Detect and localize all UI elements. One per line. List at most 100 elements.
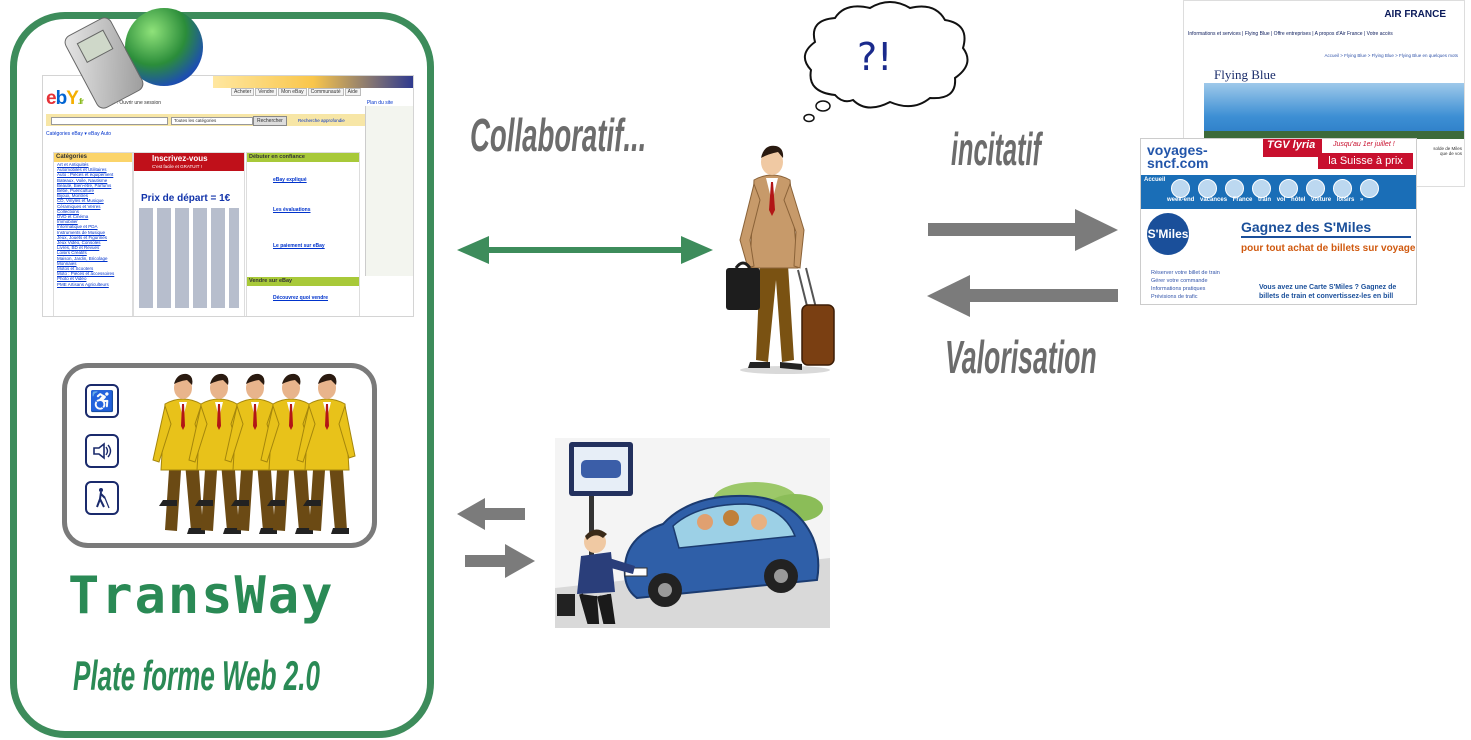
france-icon — [1225, 179, 1244, 198]
ebay-category-tabs: Catégories eBay ▾ eBay Auto — [46, 131, 112, 137]
smiles-headline: Gagnez des S'Miles — [1241, 219, 1411, 238]
incitatif-arrow — [928, 209, 1118, 251]
person-figure — [296, 373, 356, 534]
wheelchair-icon: ♿ — [85, 384, 119, 418]
ebay-category-item: Motos et Scooters — [57, 266, 94, 272]
shared-car-illustration — [555, 438, 830, 628]
sncf-link: Prévisions de trafic — [1151, 294, 1198, 300]
valorisation-label: Valorisation — [945, 331, 1097, 383]
right-small-arrow — [465, 544, 535, 578]
ebay-category-item: DVD et Cinéma — [57, 214, 89, 220]
tgv-lyria-banner: TGV lyria Jusqu'au 1er juillet ! la Suis… — [1263, 139, 1415, 173]
ebay-greeting: Bonjour ! Ouvrir une session — [98, 100, 162, 106]
ebay-categories-title: Catégories — [54, 153, 132, 162]
ebay-sell-item: Découvrez quoi vendre — [273, 295, 329, 301]
airfrance-ground — [1204, 131, 1464, 139]
valorisation-arrow — [927, 275, 1118, 317]
ebay-nav-item: Aide — [344, 88, 361, 96]
smiles-subline: pour tout achat de billets sur voyage — [1241, 243, 1416, 254]
hearing-icon — [85, 434, 119, 468]
ebay-category-item: Moto : Pièces et accessoires — [57, 271, 115, 277]
vol-icon — [1279, 179, 1298, 198]
airfrance-sky-photo — [1204, 83, 1464, 139]
ebay-category-item: Collections — [57, 208, 80, 214]
ebay-category-item: Auto : Pièces et équipement — [57, 172, 114, 178]
ebay-product-thumbnails — [139, 208, 239, 308]
sncf-nav-menu: week-end vacances France train vol hôtel… — [1167, 197, 1364, 203]
ebay-search-button: Rechercher — [253, 116, 287, 126]
hotel-icon — [1306, 179, 1325, 198]
ebay-top-banner — [213, 76, 413, 88]
ebay-trust-column: Débuter en confiance eBay expliqué Les é… — [246, 152, 360, 316]
ebay-category-item: CD, Vinyles et Musique — [57, 198, 104, 204]
airfrance-logo: AIR FRANCE — [1384, 9, 1446, 20]
ebay-category-item: Informatique et PDA — [57, 224, 98, 230]
thought-text: ?! — [857, 35, 893, 79]
voiture-icon — [1333, 179, 1352, 198]
sncf-nav-icons — [1171, 179, 1379, 198]
business-traveler-illustration — [726, 145, 835, 374]
incitatif-label: incitatif — [951, 123, 1041, 175]
ebay-category-item: Loisirs Créatifs — [57, 250, 87, 256]
ebay-trust-item: Les évaluations — [273, 207, 311, 213]
ebay-search-advanced: Recherche approfondie — [298, 118, 345, 123]
tgv-lyria-logo: TGV lyria — [1263, 139, 1322, 157]
ebay-promo-sub: C'est facile et GRATUIT ! — [152, 164, 202, 169]
tgv-suisse: la Suisse à prix — [1318, 153, 1413, 169]
ebay-category-item: Automobiles et Utilitaires — [57, 167, 107, 173]
smiles-logo: S'Miles — [1147, 213, 1189, 255]
sncf-link: Gérer votre commande — [1151, 278, 1208, 284]
smiles-cta-line: billets de train et convertissez-les en … — [1259, 293, 1394, 300]
accessibility-box: ♿ — [62, 363, 377, 548]
platform-name: TransWay — [68, 566, 335, 626]
ebay-category-item: Céramiques et Verres — [57, 203, 101, 209]
ebay-nav-item: Mon eBay — [278, 88, 307, 96]
ebay-trust-item: eBay expliqué — [273, 177, 307, 183]
ebay-category-item: Jeux Vidéo, Consoles — [57, 240, 101, 246]
voyages-sncf-screenshot: voyages-sncf.com TGV lyria Jusqu'au 1er … — [1140, 138, 1417, 305]
ebay-nav-item: Vendre — [255, 88, 278, 96]
ebay-category-item: Livres, BD et Revues — [57, 245, 100, 251]
vacances-icon — [1198, 179, 1217, 198]
ebay-promo-title: Inscrivez-vous — [152, 154, 208, 163]
ebay-search-category: Toutes les catégories — [171, 117, 253, 125]
train-icon — [1252, 179, 1271, 198]
sncf-accueil: Accueil — [1144, 177, 1166, 183]
collaboration-double-arrow — [457, 236, 713, 264]
ebay-category-item: PME Artisans Agriculteurs — [57, 281, 109, 287]
ebay-nav-item: Communauté — [307, 88, 344, 96]
people-group-illustration — [152, 373, 356, 534]
ebay-nav-item: Acheter — [231, 88, 255, 96]
sncf-link: Informations pratiques — [1151, 286, 1206, 292]
ebay-category-item: Art et Antiquités — [57, 162, 89, 167]
ebay-sell-title: Vendre sur eBay — [247, 277, 359, 286]
ebay-category-item: Instruments de Musique — [57, 229, 106, 235]
collaboratif-label: Collaboratif... — [470, 109, 647, 161]
sncf-link: Réserver votre billet de train — [1151, 270, 1220, 276]
sncf-links: Réserver votre billet de train Gérer vot… — [1151, 269, 1220, 301]
ebay-category-item: Immobilier — [57, 219, 78, 225]
ebay-category-item: Photo et Vidéo — [57, 276, 87, 282]
ebay-promo-column: Inscrivez-vous C'est facile et GRATUIT ! — [133, 152, 245, 316]
weekend-icon — [1171, 179, 1190, 198]
ebay-category-item: Bébé, Puériculture — [57, 188, 95, 194]
flying-blue-title: Flying Blue — [1214, 67, 1276, 82]
ebay-site-plan: Plan du site — [366, 100, 393, 106]
ebay-trust-title: Débuter en confiance — [247, 153, 359, 162]
ebay-category-item: Beauté, Bien-être, Parfums — [57, 182, 112, 188]
smiles-cta-line: Vous avez une Carte S'Miles ? Gagnez de — [1259, 284, 1397, 291]
platform-subtitle: Plate forme Web 2.0 — [73, 652, 320, 699]
ebay-search-input — [51, 117, 168, 125]
ebay-prix-depart: Prix de départ = 1€ — [141, 193, 231, 204]
airfrance-menu: Informations et services | Flying Blue |… — [1188, 31, 1393, 37]
ebay-category-item: Bijoux, Montres — [57, 193, 89, 199]
ebay-promo-header: Inscrivez-vous C'est facile et GRATUIT ! — [134, 153, 244, 171]
ebay-trust-item: Le paiement sur eBay — [273, 243, 325, 249]
blind-cane-icon — [85, 481, 119, 515]
airfrance-breadcrumb: Accueil > Flying Blue > Flying Blue > Fl… — [1324, 53, 1458, 58]
tgv-date: Jusqu'au 1er juillet ! — [1333, 141, 1395, 148]
smiles-cta: Vous avez une Carte S'Miles ? Gagnez de … — [1259, 283, 1396, 301]
ebay-logo: ebY.fr — [46, 88, 84, 109]
